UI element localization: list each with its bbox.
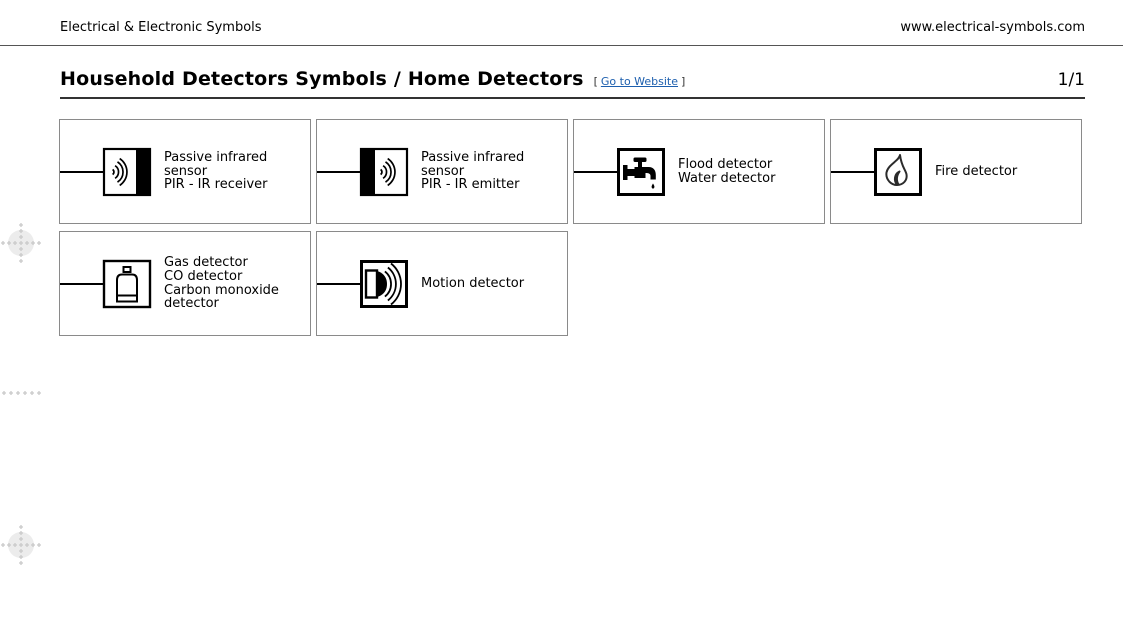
symbol-grid: Passive infrared sensor PIR - IR receive… bbox=[59, 119, 1085, 336]
page-title: Household Detectors Symbols / Home Detec… bbox=[60, 68, 584, 90]
site-name: Electrical & Electronic Symbols bbox=[60, 20, 262, 35]
go-to-website-wrapper: [Go to Website] bbox=[594, 75, 686, 88]
label-line: Flood detector bbox=[678, 156, 773, 172]
card-fire-detector: Fire detector bbox=[830, 119, 1082, 224]
label-line: PIR - IR receiver bbox=[164, 177, 268, 193]
card-label: Motion detector bbox=[421, 277, 524, 291]
label-line: Passive infrared sensor bbox=[421, 150, 525, 179]
pir-ir-receiver-icon bbox=[60, 147, 152, 196]
label-line: PIR - IR emitter bbox=[421, 177, 520, 193]
label-line: Passive infrared sensor bbox=[164, 150, 268, 179]
label-line: detector bbox=[164, 296, 219, 312]
title-section: Household Detectors Symbols / Home Detec… bbox=[60, 68, 1085, 99]
card-motion-detector: Motion detector bbox=[316, 231, 568, 336]
top-header: Electrical & Electronic Symbols www.elec… bbox=[0, 0, 1123, 46]
label-line: Motion detector bbox=[421, 275, 525, 291]
card-label: Passive infrared sensor PIR - IR emitter bbox=[421, 151, 567, 192]
card-pir-ir-emitter: Passive infrared sensor PIR - IR emitter bbox=[316, 119, 568, 224]
card-label: Passive infrared sensor PIR - IR receive… bbox=[164, 151, 310, 192]
card-label: Gas detector CO detector Carbon monoxide… bbox=[164, 256, 279, 311]
flood-water-detector-icon bbox=[574, 147, 665, 196]
label-line: Carbon monoxide bbox=[164, 282, 279, 298]
motion-detector-icon bbox=[317, 259, 408, 308]
decoration-dotted-row bbox=[2, 391, 41, 395]
card-label: Fire detector bbox=[935, 165, 1017, 179]
label-line: CO detector bbox=[164, 268, 243, 284]
label-line: Fire detector bbox=[935, 163, 1018, 179]
card-flood-water-detector: Flood detector Water detector bbox=[573, 119, 825, 224]
pir-ir-emitter-icon bbox=[317, 147, 409, 196]
label-line: Gas detector bbox=[164, 255, 248, 271]
go-to-website-link[interactable]: Go to Website bbox=[600, 75, 679, 88]
bracket-open: [ bbox=[593, 75, 598, 88]
site-url: www.electrical-symbols.com bbox=[900, 20, 1085, 35]
bracket-close: ] bbox=[681, 75, 686, 88]
decoration-cross-top bbox=[1, 223, 41, 263]
page-indicator: 1/1 bbox=[1057, 70, 1085, 90]
card-pir-ir-receiver: Passive infrared sensor PIR - IR receive… bbox=[59, 119, 311, 224]
label-line: Water detector bbox=[678, 170, 776, 186]
card-label: Flood detector Water detector bbox=[678, 158, 775, 185]
card-gas-co-detector: Gas detector CO detector Carbon monoxide… bbox=[59, 231, 311, 336]
decoration-cross-bottom bbox=[1, 525, 41, 565]
fire-detector-icon bbox=[831, 147, 922, 196]
gas-co-detector-icon bbox=[60, 259, 152, 308]
